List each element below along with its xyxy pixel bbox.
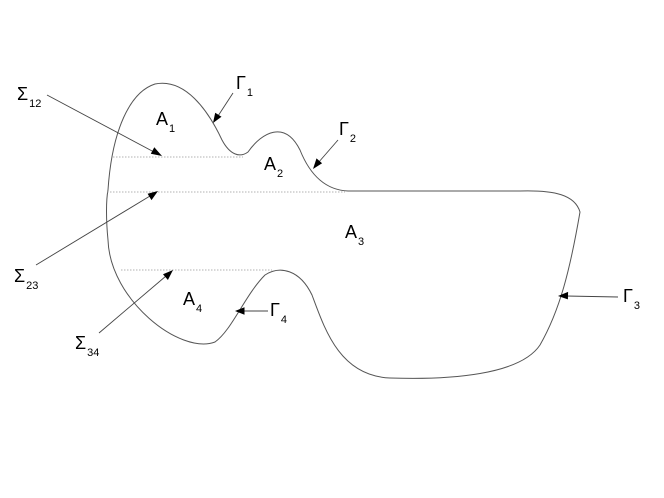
interface-label-sigma-12: Σ12	[17, 84, 41, 110]
arrowhead-gamma-4	[235, 307, 245, 315]
arrowhead-sigma-34	[163, 270, 173, 280]
boundary-label-gamma-4: Γ4	[270, 300, 287, 326]
pointer-line-gamma-3	[565, 295, 619, 298]
arrowhead-sigma-23	[147, 191, 158, 201]
region-label-a4: A4	[183, 289, 202, 315]
region-label-a3: A3	[345, 222, 364, 248]
boundary-label-gamma-1: Γ1	[236, 73, 253, 99]
pointer-line-sigma-12	[46, 94, 155, 153]
pointer-line-gamma-2	[317, 139, 339, 164]
interface-label-sigma-34: Σ34	[75, 333, 99, 359]
boundary-label-gamma-3: Γ3	[623, 286, 640, 312]
region-label-a1: A1	[156, 109, 175, 135]
pointer-line-gamma-1	[217, 92, 234, 117]
region-label-a2: A2	[264, 154, 283, 180]
interface-label-sigma-23: Σ23	[14, 266, 38, 292]
arrowhead-gamma-1	[213, 112, 222, 123]
arrowhead-sigma-12	[150, 147, 162, 156]
pointer-line-sigma-23	[35, 195, 151, 266]
arrowhead-gamma-3	[558, 291, 569, 300]
domain-outline	[106, 82, 581, 379]
arrowhead-gamma-2	[313, 158, 323, 169]
boundary-label-gamma-2: Γ2	[339, 119, 356, 145]
pointer-line-sigma-34	[98, 275, 167, 334]
